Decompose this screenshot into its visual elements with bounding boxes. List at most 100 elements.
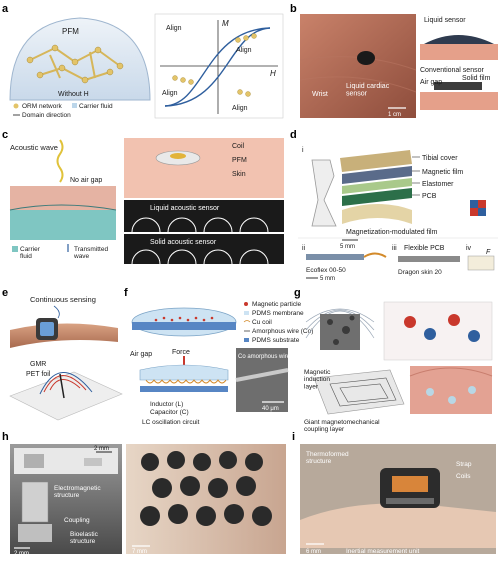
- d-iii: iii: [392, 245, 397, 252]
- legend-orm-swatch: [13, 103, 19, 109]
- legend-carrier: Carrier fluid: [79, 103, 113, 110]
- i-coils: Coils: [456, 473, 471, 480]
- liquid-sensor-title: Liquid sensor: [424, 17, 466, 24]
- panel-letter-f: f: [124, 287, 128, 299]
- legend-particle-swatch: [244, 302, 248, 306]
- hysteresis-upper: [164, 27, 271, 107]
- without-h-label: Without H: [58, 91, 89, 98]
- orm-particles: [26, 44, 124, 84]
- knee-bone: [311, 159, 337, 227]
- i-strap: Strap: [456, 461, 472, 468]
- conventional-skin: [420, 92, 498, 110]
- c-pfm-label: PFM: [232, 157, 247, 164]
- panel-letter-e: e: [2, 287, 8, 299]
- legend-orm: ORM network: [22, 103, 62, 110]
- panel-letter-d: d: [290, 129, 297, 141]
- iv-device: [467, 255, 495, 271]
- i-imu: Inertial measurement unit: [346, 548, 420, 555]
- solid-acoustic-label: Solid acoustic sensor: [150, 239, 217, 246]
- continuous-label: Continuous sensing: [30, 295, 96, 304]
- panel-letter-a: a: [2, 3, 9, 15]
- g-skin-block: [410, 366, 492, 414]
- solid-acoustic-box: [124, 234, 284, 264]
- cable-icon: [363, 252, 387, 258]
- h-scale-left: 2 mm: [14, 551, 29, 557]
- g-field-lines: [305, 308, 375, 339]
- align-label-4: Align: [166, 25, 182, 32]
- f-air-gap: Air gap: [130, 351, 152, 358]
- no-air-gap-label: No air gap: [70, 177, 102, 184]
- solid-film-rect: [434, 82, 482, 90]
- c-device-bg: [124, 138, 284, 198]
- legend-particle: Magnetic particle: [252, 301, 302, 308]
- panel-letter-g: g: [294, 287, 301, 299]
- acoustic-wave-icon: [56, 139, 64, 183]
- panel-letter-h: h: [2, 431, 9, 443]
- elastomer: [342, 178, 412, 194]
- hysteresis-lower: [164, 27, 271, 107]
- layer-magnetic-film: Magnetic film: [422, 169, 463, 176]
- pet-label: PET foil: [26, 371, 51, 378]
- align-label-2: Align: [162, 90, 178, 97]
- coils-block: [392, 476, 428, 492]
- legend-membrane-swatch: [244, 311, 249, 315]
- tibial-cover: [340, 150, 412, 172]
- f-capacitor: Capacitor (C): [150, 409, 189, 416]
- axis-m-label: M: [222, 19, 229, 28]
- magnetic-film: [342, 166, 412, 184]
- carrier-fluid-block: [10, 210, 116, 240]
- pfm-core: [170, 153, 186, 159]
- layer-tibial-cover: Tibial cover: [422, 155, 458, 162]
- panel-d: d i Tibial cover Magnetic film Elastomer…: [290, 129, 498, 282]
- panel-f: f Magnetic particle PDMS membrane Cu coi…: [124, 287, 313, 426]
- finger-shape: [300, 503, 496, 548]
- panel-letter-c: c: [2, 129, 8, 141]
- i-scale: 6 mm: [306, 549, 321, 555]
- arm-shape: [10, 323, 118, 348]
- h-coupling: Coupling: [64, 517, 90, 524]
- f-scale: 40 μm: [262, 406, 279, 412]
- f-substrate: [132, 322, 236, 330]
- f-inductor: Inductor (L): [150, 401, 183, 408]
- scale-d-i: 5 mm: [340, 244, 355, 250]
- air-gap-label: Air gap: [420, 79, 442, 86]
- f-co-wire: Co amorphous wire: [238, 354, 291, 360]
- panel-e: e Continuous sensing GMR PET foil: [2, 287, 123, 421]
- legend-coil: Cu coil: [252, 319, 272, 326]
- h-sensor-array: [140, 451, 272, 526]
- panel-a: a PFM Without H ORM network Carrier flui…: [2, 3, 284, 119]
- align-label-3: Align: [232, 105, 248, 112]
- axis-h-label: H: [270, 69, 276, 78]
- solid-film-label: Solid film: [462, 75, 491, 82]
- wrist-photo: [300, 14, 416, 118]
- dragon-label: Dragon skin 20: [398, 269, 442, 276]
- liquid-skin: [420, 44, 498, 60]
- coil-label: Coil: [232, 143, 245, 150]
- mag-mod-label: Magnetization-modulated film: [346, 229, 438, 236]
- layer-pcb: PCB: [422, 193, 437, 200]
- ecoflex-strip: [306, 254, 364, 260]
- carrier-swatch: [12, 246, 18, 252]
- f-force: Force: [172, 349, 190, 356]
- scale-d-ii: 5 mm: [320, 276, 335, 282]
- scale-b-label: 1 cm: [388, 112, 401, 118]
- legend-substrate: PDMS substrate: [252, 337, 300, 344]
- cu-coil-icon: [243, 320, 251, 323]
- f-lc: LC oscillation circuit: [142, 419, 200, 426]
- acoustic-label: Acoustic wave: [10, 143, 58, 152]
- imu-block: [386, 498, 434, 504]
- c-skin-top: [10, 186, 116, 210]
- d-i: i: [302, 147, 304, 154]
- d-iv: iv: [466, 245, 472, 252]
